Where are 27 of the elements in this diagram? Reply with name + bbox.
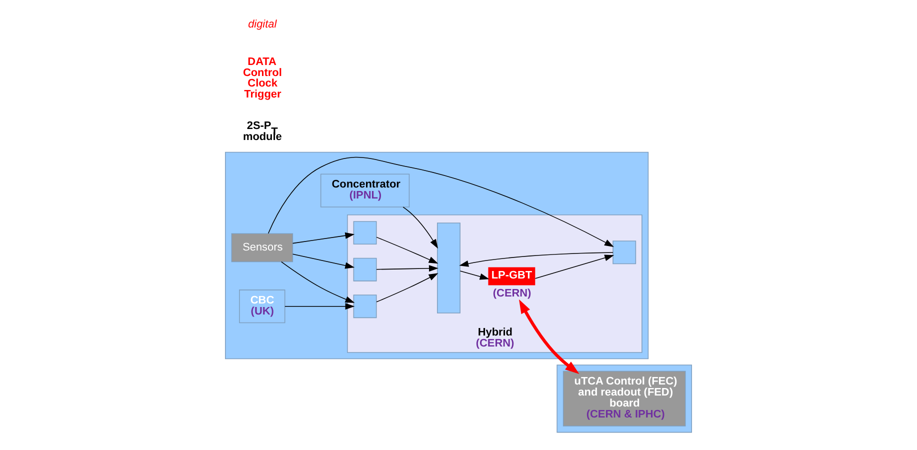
node-box: [353, 258, 377, 282]
arrow: [280, 261, 355, 303]
arrow: [518, 299, 580, 374]
cluster: [225, 152, 649, 360]
node-box: Concentrator (IPNL): [320, 174, 410, 208]
node-box: CBC (UK): [239, 290, 286, 324]
node-box: [353, 294, 377, 318]
arrow: [534, 254, 614, 279]
node-box: [353, 221, 377, 245]
arrow: [292, 254, 355, 269]
node-box: uTCA Control (FEC) and readout (FED) board (CERN & IPHC): [562, 370, 686, 426]
node-box: [612, 240, 636, 264]
arrow: [268, 156, 614, 247]
arrow: [284, 303, 355, 310]
arrow: [376, 265, 438, 272]
arrow: [376, 273, 438, 302]
arrow: [459, 252, 614, 267]
arrow: [292, 232, 355, 244]
label: DATA Control Clock Trigger: [242, 56, 282, 101]
node-box: Sensors: [231, 233, 294, 262]
node-label: (CERN): [492, 287, 532, 300]
label: digital: [248, 18, 277, 31]
arrow: [376, 236, 438, 264]
node-box: LP-GBT: [488, 267, 536, 286]
node-box: [437, 222, 460, 314]
arrow: [460, 270, 490, 280]
cluster: [556, 364, 692, 433]
